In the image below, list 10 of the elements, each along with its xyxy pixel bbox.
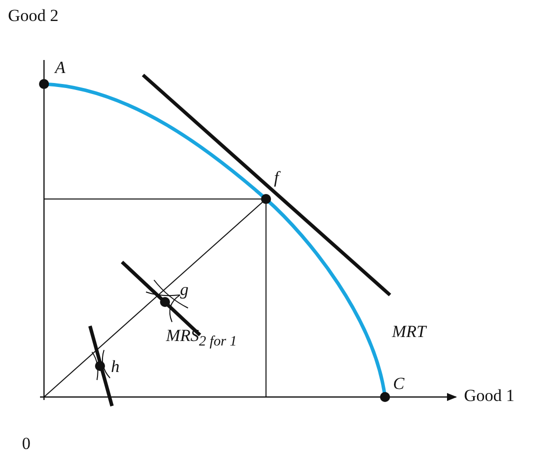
axis-label: Good 1 bbox=[464, 386, 515, 406]
axis-label: 0 bbox=[22, 434, 30, 453]
point-label: f bbox=[274, 168, 279, 188]
point-label: A bbox=[55, 58, 66, 78]
point-label: h bbox=[111, 357, 120, 377]
point-label: g bbox=[180, 280, 188, 300]
curve-label: MRS$_{2 for 1}$ bbox=[166, 326, 237, 352]
point-label: C bbox=[393, 374, 404, 394]
axis-label: Good 2 bbox=[8, 6, 59, 26]
curve-label: MRT bbox=[392, 322, 426, 342]
